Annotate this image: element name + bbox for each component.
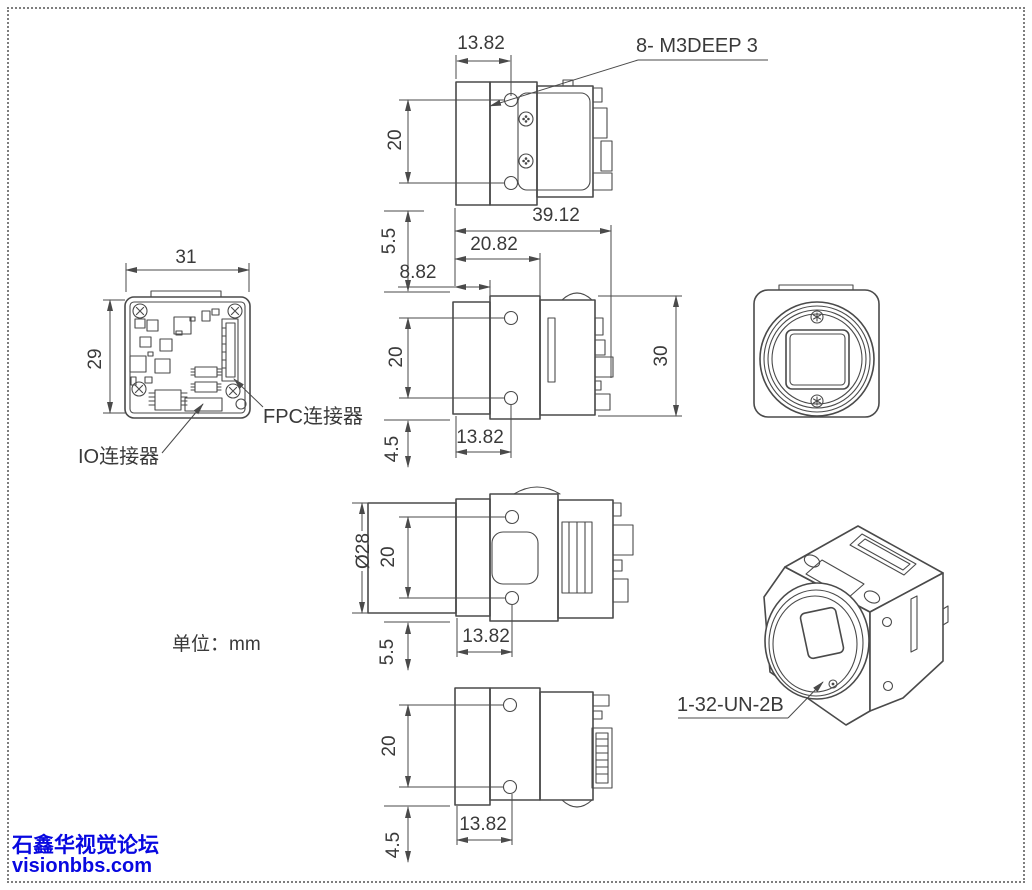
- note-io-connector: IO连接器: [78, 446, 160, 468]
- dim-body-depth: 20.82: [470, 234, 518, 255]
- dim-top-hole-pitch: 20: [385, 129, 406, 151]
- side-view-dimension-lines: [384, 295, 682, 468]
- rear-view-dimension-lines: [384, 704, 513, 863]
- bottom-view-drawing: [367, 486, 634, 622]
- dim-lens-diameter: Ø28: [353, 533, 374, 569]
- top-view-dimension-lines: [399, 55, 768, 184]
- dim-bottom-hole-pitch: 20: [378, 546, 399, 568]
- dim-overall-depth: 39.12: [532, 205, 580, 226]
- bottom-view-dimension-lines: [352, 502, 513, 671]
- rear-view-drawing: [454, 687, 613, 808]
- isometric-view-drawing: [678, 525, 949, 726]
- watermark-site-url: visionbbs.com: [12, 855, 153, 877]
- side-view-drawing: [452, 292, 614, 420]
- dim-bottom-hole-offset: 13.82: [462, 626, 510, 647]
- dim-pcb-height: 29: [85, 348, 106, 370]
- dim-top-gap: 5.5: [379, 227, 400, 255]
- note-mount-holes: 8- M3DEEP 3: [636, 35, 758, 57]
- dim-side-hole-pitch: 20: [386, 346, 407, 368]
- note-fpc-connector: FPC连接器: [263, 406, 363, 428]
- dim-rear-hole-pitch: 20: [379, 735, 400, 757]
- pcb-view-drawing: [124, 290, 264, 454]
- dim-bottom-gap: 5.5: [377, 638, 398, 666]
- front-view-drawing: [753, 284, 880, 418]
- dim-pcb-width: 31: [175, 247, 197, 268]
- unit-note: 单位：mm: [172, 634, 261, 655]
- pcb-view-dimension-lines: [103, 263, 250, 414]
- dim-top-hole-offset: 13.82: [457, 33, 505, 54]
- dim-side-height: 30: [651, 345, 672, 367]
- dim-rear-hole-offset: 13.82: [459, 814, 507, 835]
- depth-dimension-lines: [384, 208, 612, 378]
- dim-rear-bottom-offset: 4.5: [383, 831, 404, 859]
- watermark-forum-name: 石鑫华视觉论坛: [12, 834, 159, 857]
- dim-flange-depth: 8.82: [399, 262, 437, 283]
- dim-side-bottom-offset: 4.5: [382, 435, 403, 463]
- dim-side-hole-offset: 13.82: [456, 427, 504, 448]
- note-lens-thread: 1-32-UN-2B: [677, 694, 784, 716]
- top-view-drawing: [455, 79, 613, 206]
